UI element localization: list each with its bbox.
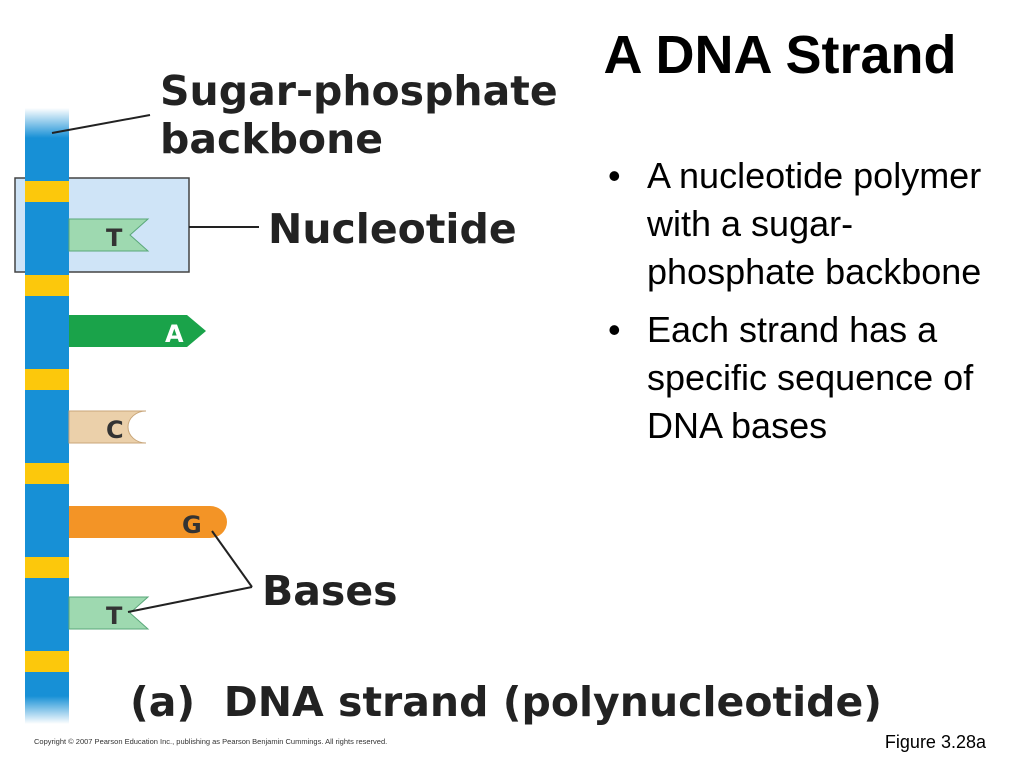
base-adenine-shape — [69, 315, 206, 347]
nucleotide-label: Nucleotide — [268, 205, 517, 253]
base-letter: A — [165, 320, 184, 348]
backbone-label: backbone — [160, 115, 383, 163]
base-cytosine-shape — [68, 410, 147, 444]
sugar-phosphate-backbone — [25, 108, 69, 724]
backbone-top-fade — [25, 108, 69, 138]
bases-leader-line — [211, 530, 253, 588]
base-letter: T — [106, 602, 123, 630]
sugar-segment — [25, 181, 69, 202]
base-letter: G — [182, 511, 202, 539]
sugar-segment — [25, 369, 69, 390]
base-thymine-shape — [68, 218, 150, 252]
bases-label: Bases — [262, 567, 398, 615]
bullet-list: A nucleotide polymer with a sugar-phosph… — [604, 152, 984, 460]
slide-title: A DNA Strand — [603, 25, 957, 85]
bases-leader-line — [127, 586, 253, 613]
sugar-segment — [25, 463, 69, 484]
sugar-segment — [25, 651, 69, 672]
diagram-caption: (a) DNA strand (polynucleotide) — [130, 678, 882, 726]
figure-reference: Figure 3.28a — [884, 732, 986, 752]
backbone-bottom-fade — [25, 696, 69, 724]
base-letter: T — [106, 224, 123, 252]
copyright-notice: Copyright © 2007 Pearson Education Inc.,… — [34, 737, 388, 746]
bullet-item: A nucleotide polymer with a sugar-phosph… — [604, 152, 984, 296]
sugar-segment — [25, 557, 69, 578]
base-guanine-shape — [69, 506, 227, 538]
backbone-leader-line — [51, 114, 151, 134]
backbone-label: Sugar-phosphate — [160, 67, 558, 115]
base-letter: C — [106, 416, 124, 444]
bullet-item: Each strand has a specific sequence of D… — [604, 306, 984, 450]
base-thymine-shape — [68, 596, 150, 630]
sugar-segment — [25, 275, 69, 296]
